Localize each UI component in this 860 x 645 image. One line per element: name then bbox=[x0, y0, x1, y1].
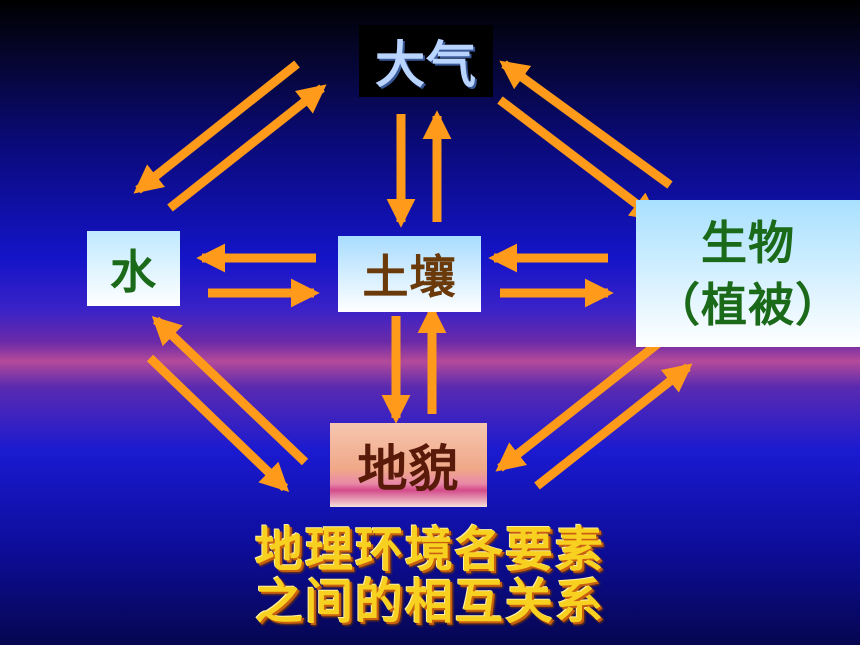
caption-line-1: 地理环境各要素 bbox=[254, 522, 605, 578]
arrow-landform-to-water bbox=[151, 316, 309, 466]
arrow-landform-to-biology bbox=[534, 363, 693, 490]
arrow-water-to-atmosphere bbox=[167, 84, 327, 212]
node-biology-label-line2: （植被） bbox=[654, 277, 842, 332]
arrow-atmosphere-to-biology bbox=[497, 96, 660, 222]
node-landform-label: 地貌 bbox=[357, 440, 460, 498]
arrow-biology-to-atmosphere bbox=[499, 60, 673, 189]
node-atmosphere-label: 大气 bbox=[375, 36, 477, 94]
caption-line-2: 之间的相互关系 bbox=[254, 574, 605, 630]
node-soil: 土壤 bbox=[338, 236, 481, 312]
arrow-biology-to-landform bbox=[495, 338, 663, 472]
node-atmosphere: 大气 bbox=[359, 25, 493, 97]
arrow-atmosphere-to-water bbox=[133, 60, 300, 194]
node-biology: 生物 （植被） bbox=[636, 200, 860, 347]
node-biology-label-line1: 生物 bbox=[701, 215, 795, 270]
node-soil-label: 土壤 bbox=[362, 250, 457, 304]
node-water: 水 bbox=[87, 231, 180, 306]
node-landform: 地貌 bbox=[330, 423, 487, 507]
node-water-label: 水 bbox=[110, 244, 157, 299]
arrow-water-to-landform bbox=[146, 354, 290, 492]
